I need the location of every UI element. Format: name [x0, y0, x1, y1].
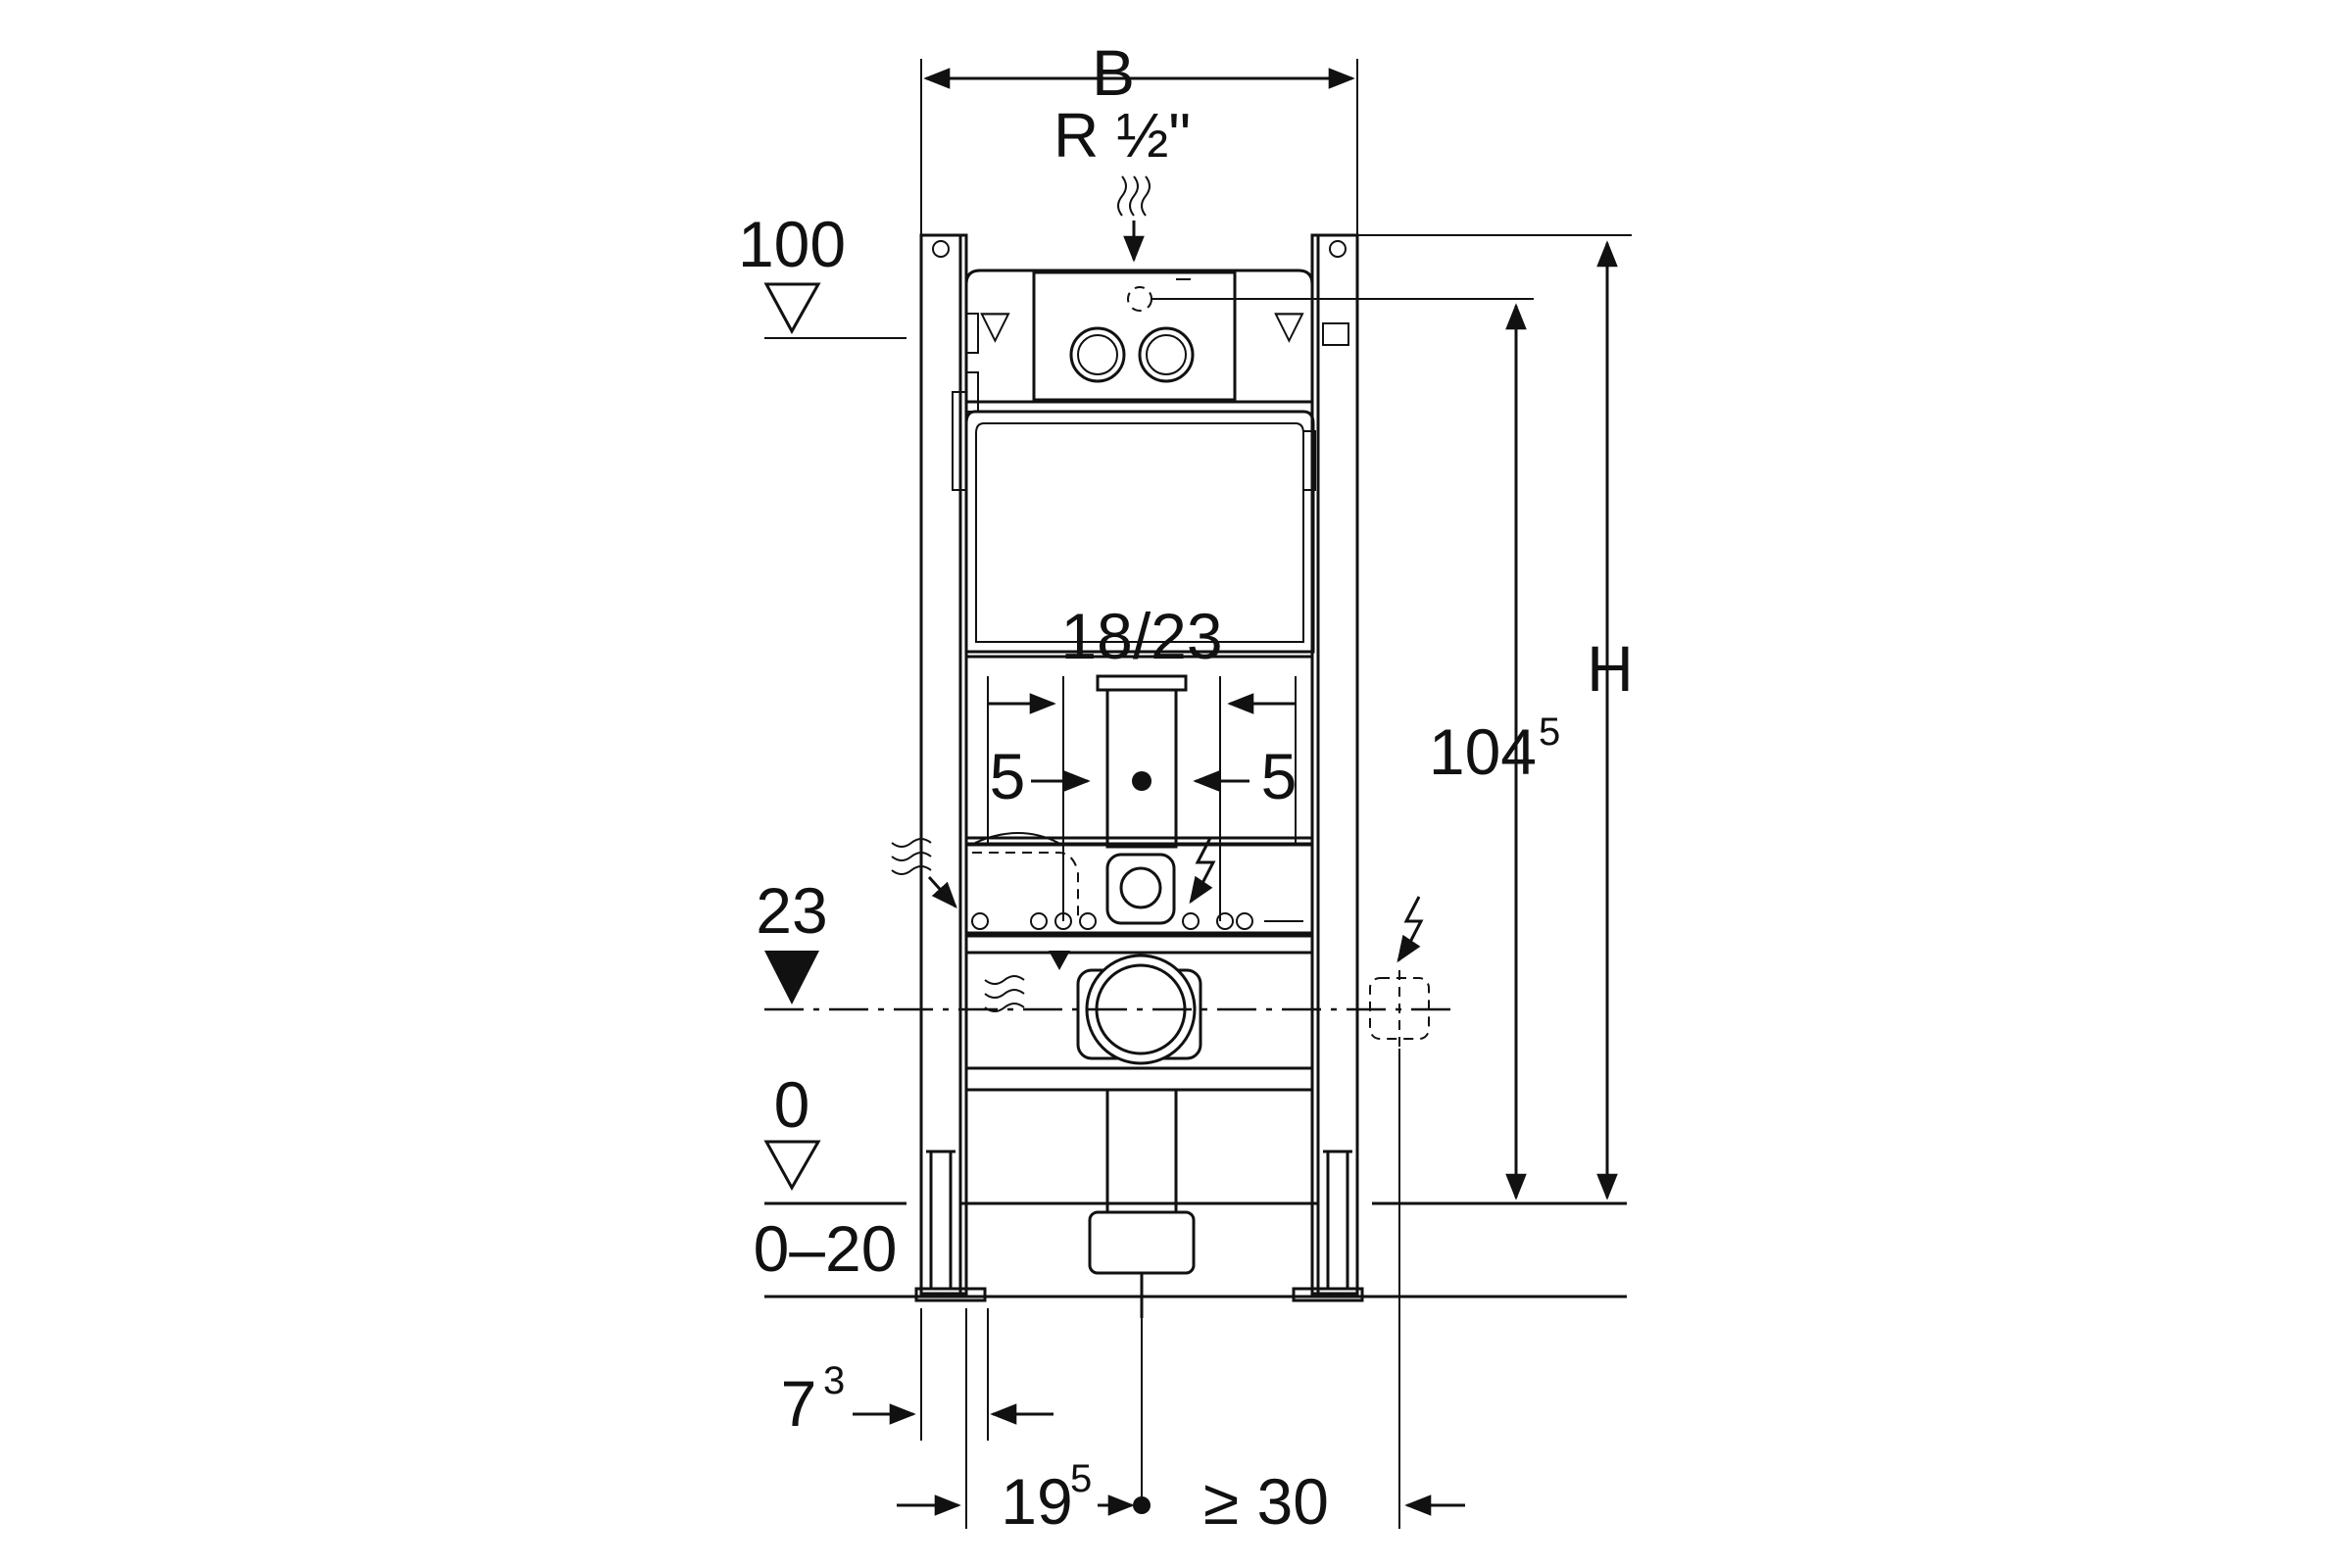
pipe-spacing-label: 18/23 [1060, 600, 1222, 672]
level-23-label: 23 [756, 874, 827, 947]
dim-min30-label: ≥ 30 [1203, 1465, 1329, 1538]
wc-connection [764, 951, 1450, 1092]
dimension-height [1357, 234, 1632, 1200]
dimension-width [920, 59, 1358, 235]
floor-range-label: 0–20 [754, 1212, 898, 1285]
svg-text:▽: ▽ [980, 304, 1010, 347]
floor-lines [764, 1201, 1627, 1298]
water-supply-icon [1117, 175, 1151, 263]
frame [914, 233, 1364, 1302]
dim-1045-label: 104 [1429, 715, 1537, 788]
dim-73-sup: 3 [823, 1359, 845, 1402]
level-0-label: 0 [774, 1068, 810, 1141]
width-label: B [1092, 36, 1135, 109]
bottom-guides [920, 1308, 989, 1529]
level-23-marker [764, 951, 819, 1004]
level-100-label: 100 [738, 208, 846, 280]
offset-guides [987, 676, 1297, 921]
dim-1045-sup: 5 [1539, 710, 1560, 754]
electrical-icon-right [1396, 896, 1424, 963]
electrical-box [1369, 970, 1430, 1529]
flush-pipe [964, 655, 1314, 849]
mid-section [964, 832, 1314, 938]
level-100-marker [763, 282, 906, 339]
dim-195-label: 19 [1001, 1465, 1072, 1538]
cistern-body [952, 391, 1316, 654]
dim-73-label: 7 [781, 1367, 817, 1440]
thread-label: R ½" [1054, 100, 1191, 171]
cistern: ▽ ▽ [964, 269, 1534, 413]
height-label: H [1587, 632, 1634, 705]
level-0-marker [763, 1140, 821, 1192]
dim-195-sup: 5 [1070, 1457, 1092, 1500]
offset-right-label: 5 [1261, 740, 1298, 812]
electrical-icon [1189, 837, 1216, 905]
side-supply-icon [891, 838, 957, 909]
lower-supply-icon [984, 951, 1070, 1012]
offset-left-label: 5 [990, 740, 1026, 812]
svg-text:▽: ▽ [1274, 304, 1304, 347]
